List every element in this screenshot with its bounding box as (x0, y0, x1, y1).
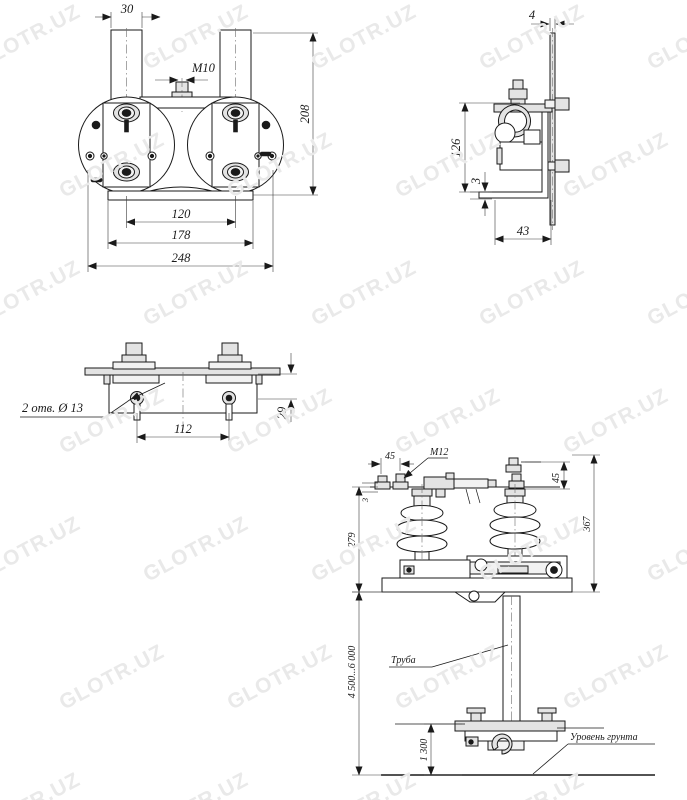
note-label-holes: 2 отв. Ø 13 (22, 401, 83, 415)
plate-bolts (544, 97, 570, 173)
dim-label-30: 30 (120, 2, 134, 16)
dim-label-3: 3 (469, 178, 483, 185)
body-block (499, 141, 543, 171)
dim-height: 4 500...6 000 (347, 591, 382, 776)
flange-right (187, 96, 284, 194)
pipe-note-leader (389, 644, 509, 668)
mounting-plate (107, 190, 254, 201)
dim-367: 367 (572, 454, 600, 593)
dim-3b: 3 (360, 482, 378, 503)
dim-m10: M10 (155, 61, 216, 84)
view-pole-assembly: Труба Уровень грунта (347, 447, 655, 776)
dim-label-248: 248 (172, 251, 192, 265)
hub-lower-left (113, 162, 140, 182)
dim-178: 178 (107, 201, 254, 249)
hub-lower-right (222, 162, 249, 182)
dim-45-h: 45 (368, 451, 414, 474)
centre-connector (423, 472, 497, 505)
dim-4: 4 (529, 8, 574, 31)
view-front-double-bushing: 30 M10 208 120 178 (78, 2, 318, 272)
hub-upper-left (113, 103, 140, 123)
mechanism-housing (381, 555, 573, 603)
dim-3: 3 (469, 172, 492, 216)
ground-note-leader (532, 743, 655, 775)
dim-label-4: 4 (529, 8, 535, 22)
insulator-right (489, 484, 541, 580)
dim-120: 120 (126, 196, 236, 228)
flange-left (78, 96, 175, 194)
dim-label-279: 279 (347, 533, 358, 548)
dim-label-178: 178 (172, 228, 192, 242)
dim-label-29: 29 (275, 406, 289, 419)
view-side-bracket: 4 126 3 43 (449, 8, 574, 245)
upper-bolt (508, 79, 528, 106)
dim-29: 29 (258, 353, 297, 422)
dim-label-45v: 45 (551, 473, 562, 483)
dim-label-126: 126 (449, 138, 463, 158)
dim-label-43: 43 (517, 224, 530, 238)
dim-label-45h: 45 (385, 451, 395, 462)
dim-label-m10: M10 (191, 61, 216, 75)
dim-label-m12: M12 (429, 447, 448, 458)
terminal-bolts-left (374, 473, 409, 490)
stud-right (222, 391, 236, 421)
dim-248: 248 (87, 170, 274, 272)
holes-note-leader (20, 382, 166, 418)
dim-label-120: 120 (172, 207, 192, 221)
dim-279: 279 (347, 486, 400, 593)
dim-label-height: 4 500...6 000 (347, 646, 358, 699)
dim-208: 208 (253, 32, 318, 196)
dim-126: 126 (449, 102, 520, 193)
dim-45-v: 45 (525, 461, 570, 490)
note-label-ground: Уровень грунта (570, 732, 638, 743)
hub-upper-right (222, 103, 249, 123)
dim-label-112: 112 (174, 422, 192, 436)
dim-label-1300: 1 300 (419, 739, 430, 762)
bolt-head-right (208, 342, 252, 370)
dim-label-3b: 3 (360, 498, 370, 503)
dim-1300: 1 300 (419, 723, 462, 776)
dim-label-208: 208 (298, 104, 312, 124)
support-pipe (502, 595, 521, 729)
note-label-pipe: Труба (391, 655, 416, 666)
m12-leader (403, 457, 448, 479)
dim-112: 112 (136, 413, 230, 443)
view-base-plate: 2 отв. Ø 13 112 29 (20, 342, 297, 443)
dim-30: 30 (95, 2, 161, 28)
terminal-bolts-right (505, 457, 541, 489)
dim-label-367: 367 (582, 516, 593, 533)
dim-43: 43 (494, 200, 552, 245)
bolt-head-left (112, 342, 156, 370)
